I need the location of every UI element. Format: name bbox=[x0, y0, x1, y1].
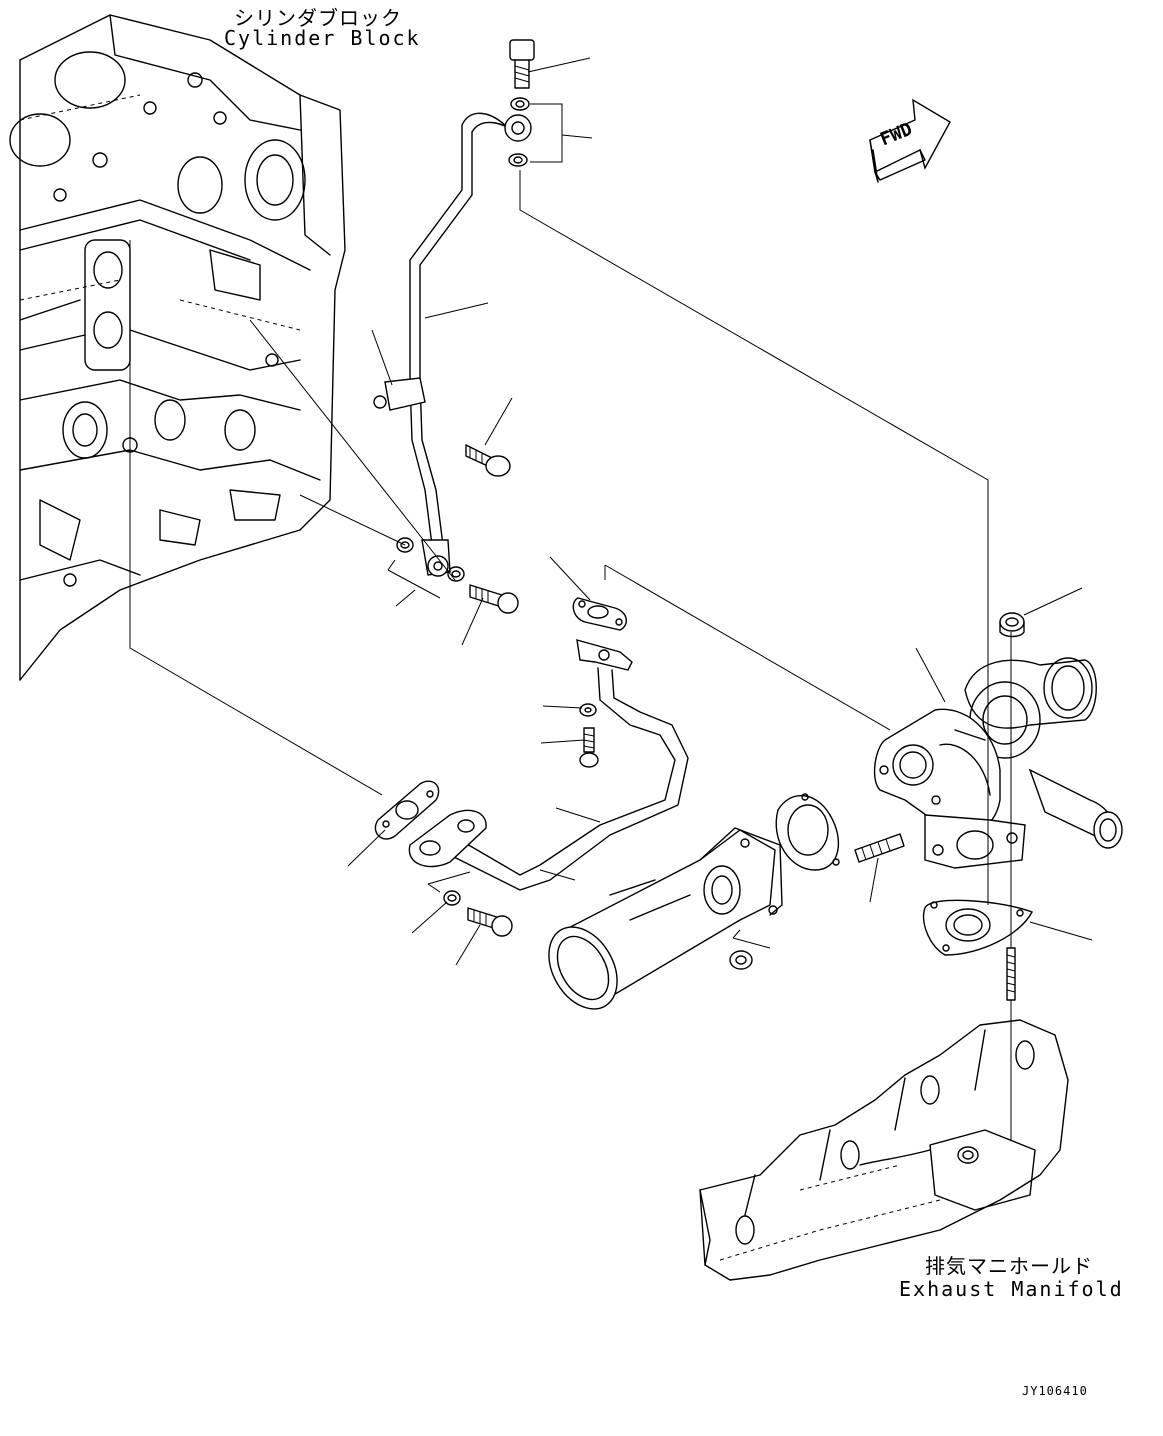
stud-bolt-turbo bbox=[854, 833, 905, 863]
assembly-lines bbox=[129, 170, 1012, 1140]
cylinder-block bbox=[9, 14, 346, 681]
exhaust-manifold-label: Exhaust Manifold bbox=[899, 1277, 1124, 1301]
turbo-nut bbox=[999, 612, 1025, 638]
exhaust-manifold bbox=[699, 1019, 1069, 1281]
manifold-stud bbox=[1006, 947, 1016, 1001]
fwd-arrow-icon bbox=[869, 98, 951, 183]
cylinder-block-label: Cylinder Block bbox=[224, 26, 421, 50]
leader-lines bbox=[347, 57, 1093, 966]
oil-feed-pipe bbox=[373, 112, 532, 577]
oil-return-gasket bbox=[374, 780, 440, 840]
turbo-mount-gasket bbox=[922, 899, 1033, 956]
exhaust-manifold-label-jp: 排気マニホールド bbox=[925, 1254, 1093, 1278]
return-pipe-bolt bbox=[579, 703, 599, 768]
return-bolt-lower bbox=[427, 871, 513, 937]
oil-inlet-gasket bbox=[572, 597, 627, 631]
exhaust-outlet-pipe bbox=[548, 827, 783, 1010]
banjo-bolt-top bbox=[508, 39, 563, 167]
exhaust-outlet-gasket bbox=[775, 793, 840, 871]
exhaust-nut bbox=[729, 929, 771, 970]
drawing-code: JY106410 bbox=[1022, 1384, 1088, 1398]
banjo-bolt-lower bbox=[387, 537, 519, 614]
oil-return-pipe bbox=[408, 639, 689, 891]
cylinder-block-label-jp: シリンダブロック bbox=[234, 6, 402, 30]
turbocharger bbox=[873, 657, 1123, 869]
clamp-bolt bbox=[465, 444, 511, 477]
